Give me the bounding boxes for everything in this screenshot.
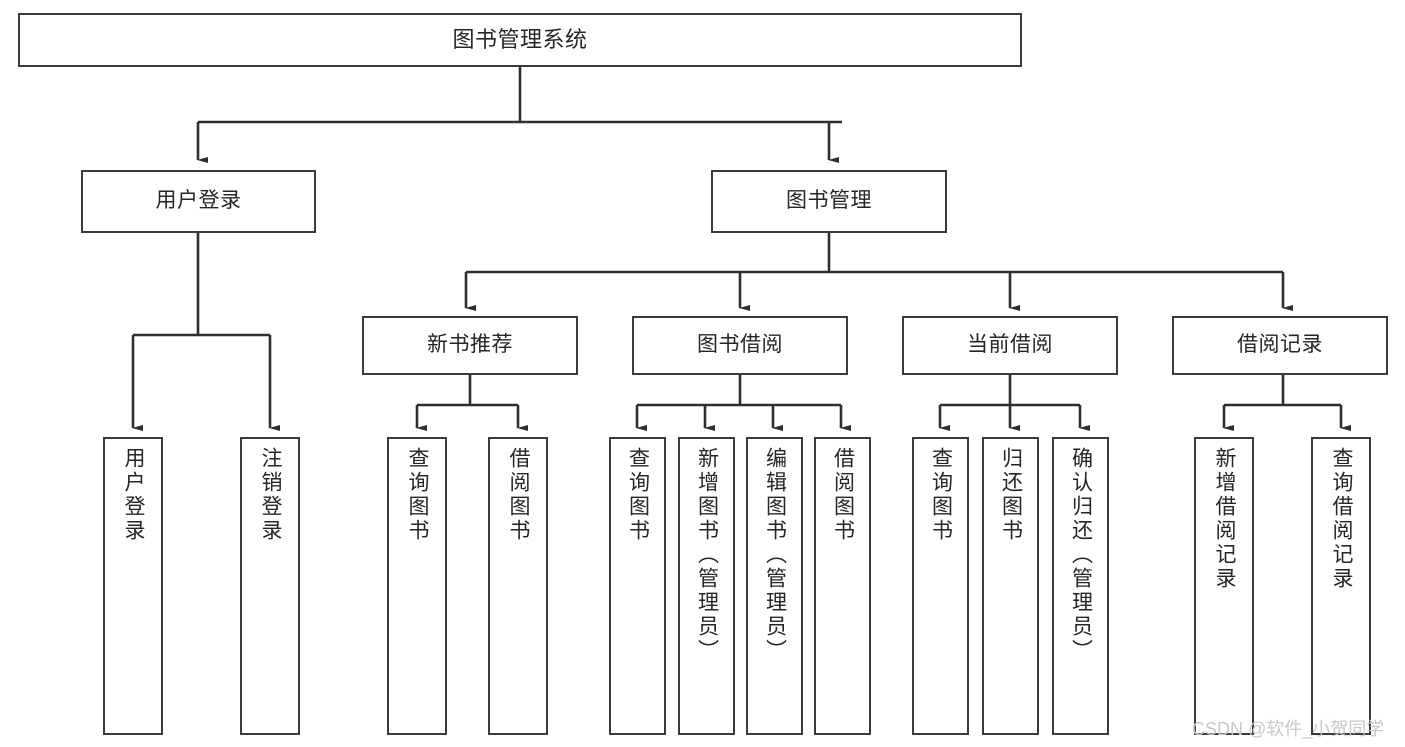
node-label: 借阅图书 (507, 447, 531, 543)
node-label: 借阅图书 (831, 447, 855, 543)
leaf-borrow-add-book-admin[interactable]: 新增图书（管理员） (678, 437, 735, 735)
node-label: 查询借阅记录 (1330, 447, 1354, 591)
node-root-library-system[interactable]: 图书管理系统 (18, 13, 1022, 67)
leaf-user-login-logout[interactable]: 注销登录 (240, 437, 300, 735)
leaf-new-book-borrow-book[interactable]: 借阅图书 (488, 437, 548, 735)
node-book-borrow[interactable]: 图书借阅 (632, 316, 848, 375)
node-label: 新增借阅记录 (1213, 447, 1237, 591)
node-label: 图书借阅 (697, 333, 783, 357)
leaf-borrow-borrow-book[interactable]: 借阅图书 (814, 437, 871, 735)
node-label: 注销登录 (259, 447, 283, 543)
node-label: 借阅记录 (1237, 333, 1323, 357)
leaf-current-confirm-return-admin[interactable]: 确认归还（管理员） (1052, 437, 1109, 735)
leaf-record-add-borrow-record[interactable]: 新增借阅记录 (1194, 437, 1254, 735)
leaf-record-query-borrow-record[interactable]: 查询借阅记录 (1311, 437, 1371, 735)
node-label: 查询图书 (406, 447, 430, 543)
leaf-user-login-login[interactable]: 用户登录 (103, 437, 163, 735)
node-label: 图书管理 (786, 189, 872, 213)
leaf-new-book-query-book[interactable]: 查询图书 (387, 437, 447, 735)
node-label: 确认归还（管理员） (1069, 447, 1093, 663)
node-label: 归还图书 (999, 447, 1023, 543)
node-label: 当前借阅 (967, 333, 1053, 357)
leaf-current-query-book[interactable]: 查询图书 (912, 437, 969, 735)
leaf-borrow-query-book[interactable]: 查询图书 (609, 437, 666, 735)
leaf-borrow-edit-book-admin[interactable]: 编辑图书（管理员） (746, 437, 803, 735)
node-label: 用户登录 (122, 447, 146, 543)
node-new-book-recommend[interactable]: 新书推荐 (362, 316, 578, 375)
node-borrow-record[interactable]: 借阅记录 (1172, 316, 1388, 375)
leaf-current-return-book[interactable]: 归还图书 (982, 437, 1039, 735)
node-label: 新书推荐 (427, 333, 513, 357)
node-label: 编辑图书（管理员） (763, 447, 787, 663)
node-label: 用户登录 (155, 189, 242, 213)
node-label: 新增图书（管理员） (695, 447, 719, 663)
node-label: 图书管理系统 (452, 27, 588, 53)
node-current-borrow[interactable]: 当前借阅 (902, 316, 1118, 375)
node-book-management[interactable]: 图书管理 (711, 170, 947, 233)
node-label: 查询图书 (929, 447, 953, 543)
node-label: 查询图书 (626, 447, 650, 543)
csdn-watermark: CSDN @软件_小贺同学 (1192, 719, 1385, 739)
node-user-login[interactable]: 用户登录 (81, 170, 316, 233)
